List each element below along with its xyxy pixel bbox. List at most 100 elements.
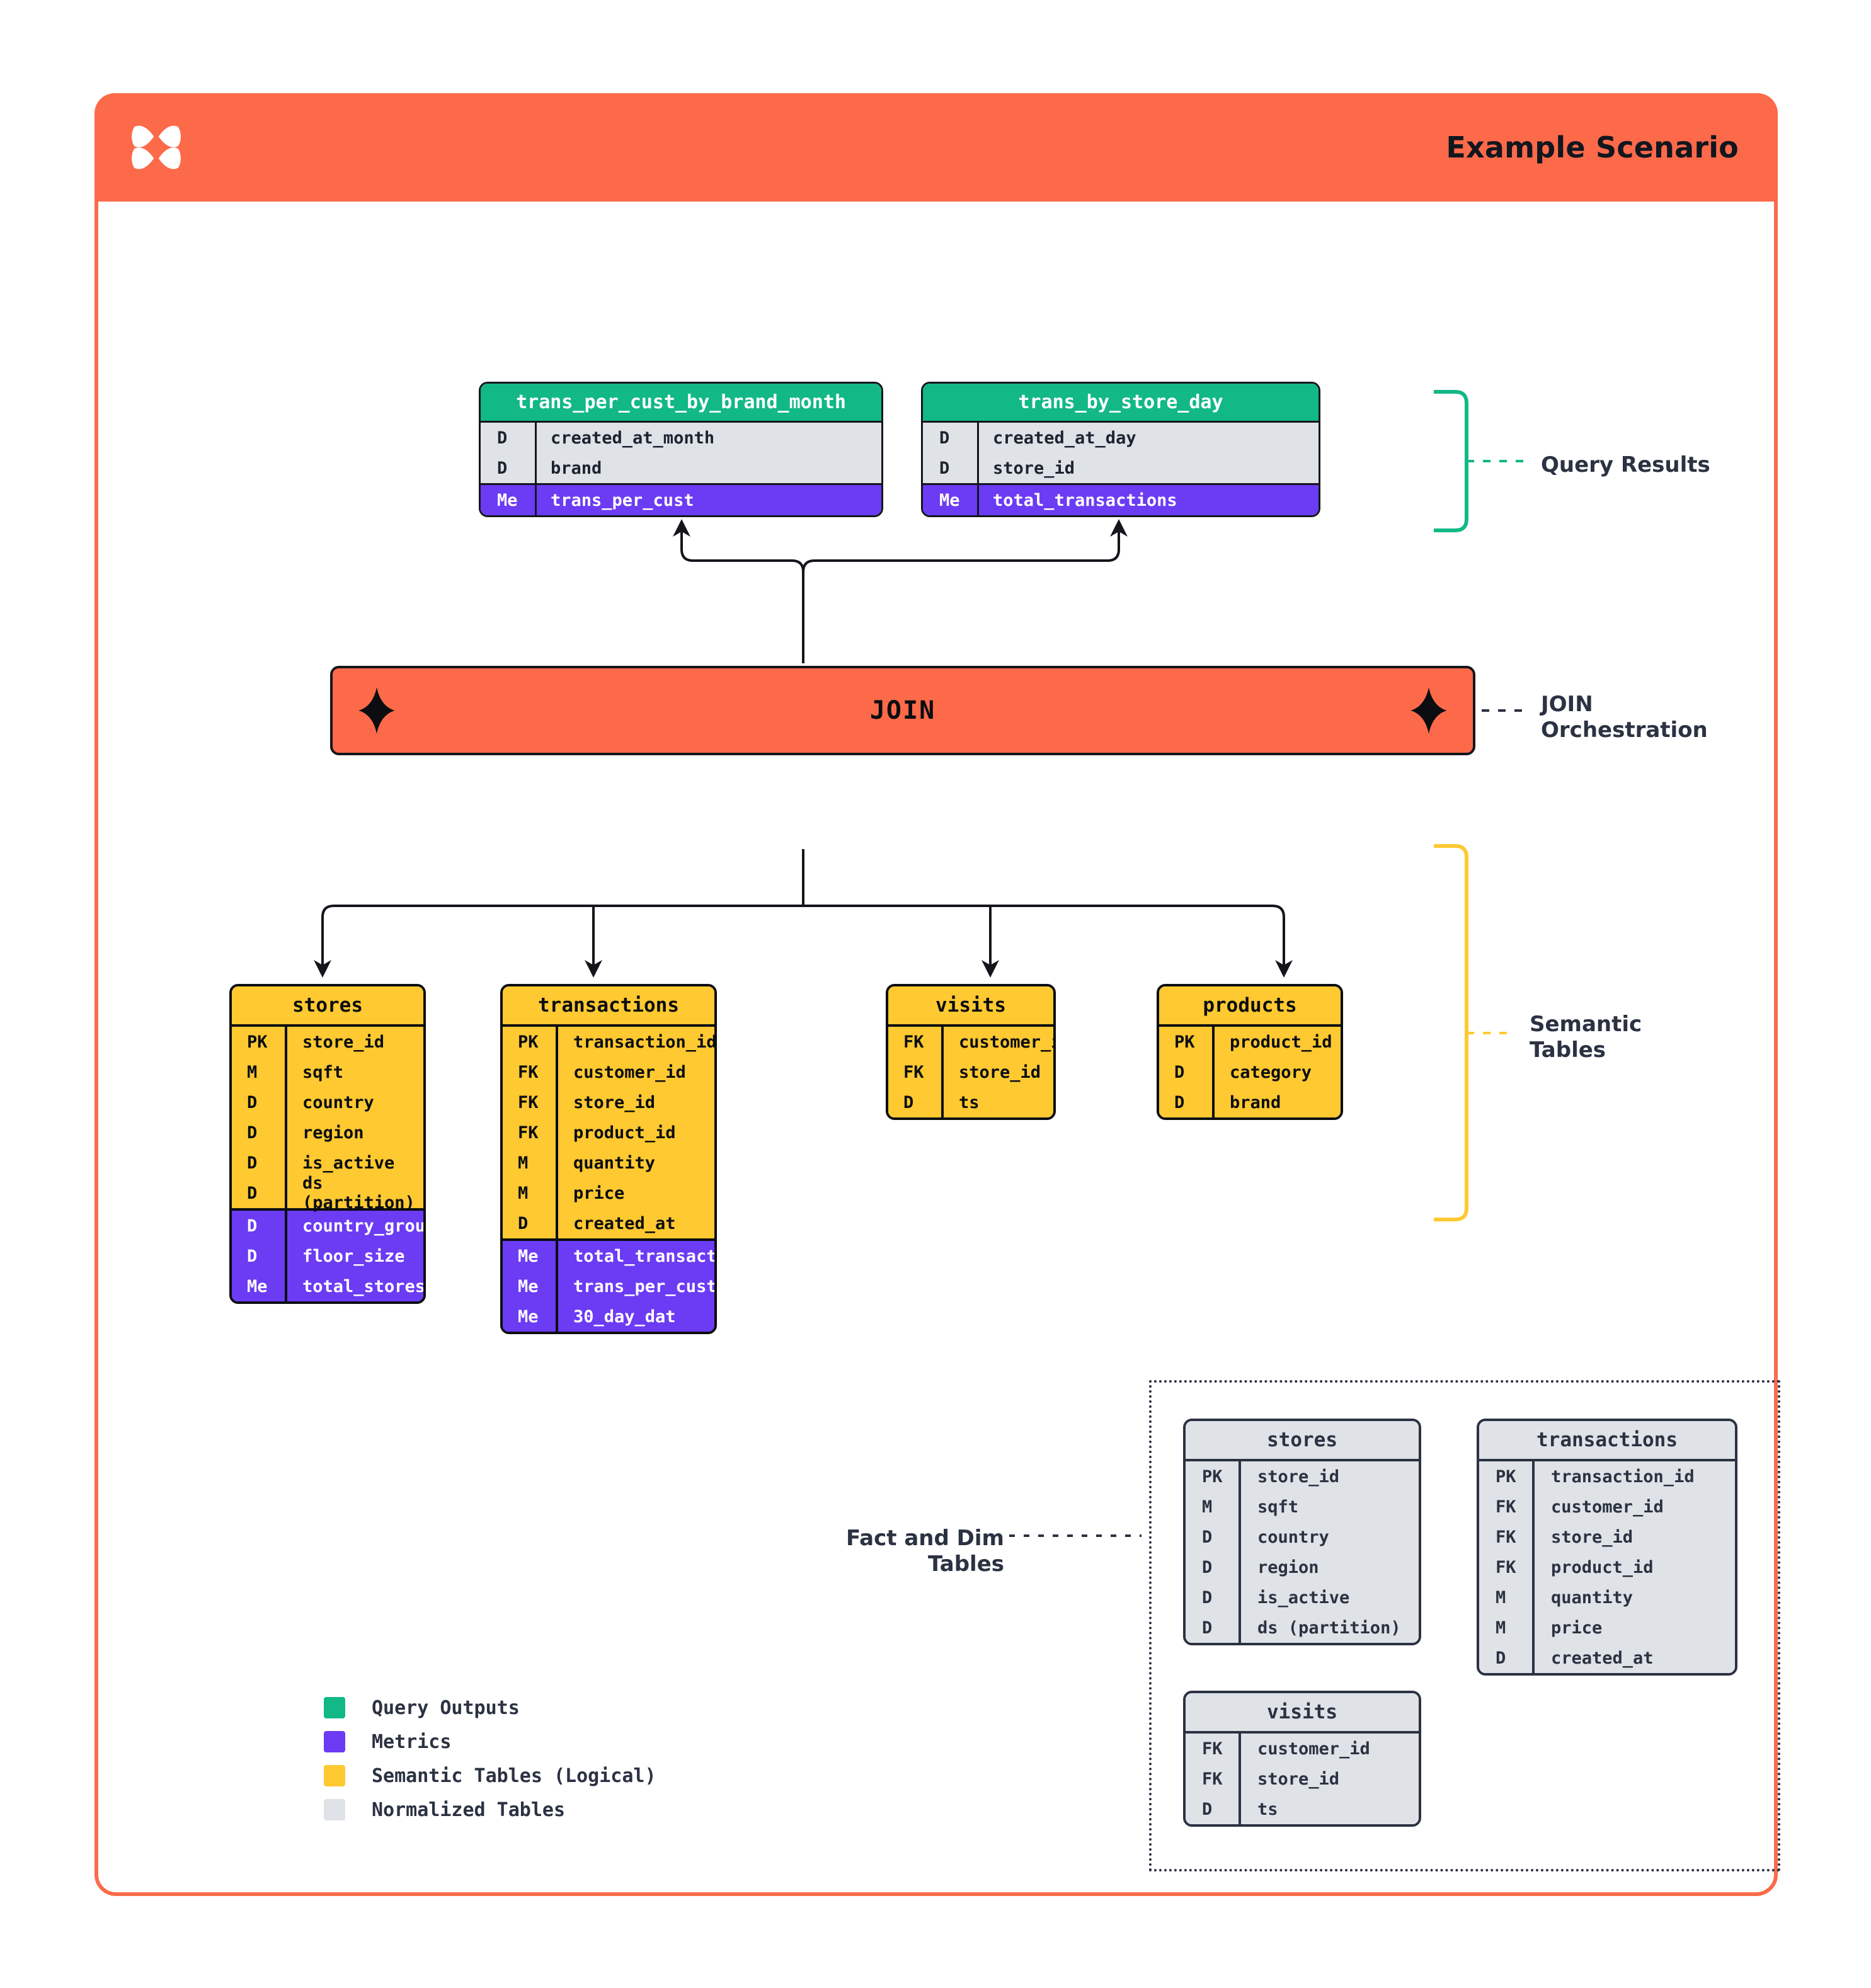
annotation-join-orchestration: JOIN Orchestration (1541, 692, 1708, 744)
column-key: Me (497, 490, 518, 510)
column-key: FK (518, 1092, 539, 1112)
column-key: D (247, 1153, 258, 1173)
scenario-card: Example Scenario (94, 93, 1780, 1896)
column-field: ds (partition) (1239, 1613, 1419, 1643)
column-field: total_transactions (977, 485, 1319, 515)
column-key: D (1202, 1618, 1213, 1638)
table-header: products (1159, 986, 1341, 1027)
table-header: trans_per_cust_by_brand_month (481, 384, 881, 423)
column-field: sqft (1239, 1492, 1419, 1522)
column-field: category (1212, 1057, 1341, 1087)
column-key: D (1496, 1648, 1506, 1668)
butterfly-x-logo-icon (126, 117, 186, 178)
column-field: country_group (285, 1211, 423, 1241)
column-key: D (247, 1123, 258, 1143)
column-key: FK (1202, 1769, 1223, 1789)
column-field: customer_id (941, 1027, 1053, 1057)
legend: Query Outputs Metrics Semantic Tables (L… (324, 1691, 656, 1827)
legend-label: Normalized Tables (372, 1798, 566, 1821)
table-header: transactions (1479, 1421, 1735, 1461)
column-key: D (1202, 1799, 1213, 1819)
column-field: country (1239, 1522, 1419, 1552)
query-result-table-trans-by-store-day[interactable]: trans_by_store_day D created_at_day D st… (921, 382, 1320, 517)
column-key: M (1496, 1587, 1506, 1608)
column-key: D (497, 458, 508, 478)
join-orchestration-bar[interactable]: JOIN (330, 666, 1475, 755)
column-field: transaction_id (556, 1027, 714, 1057)
column-field: ts (1239, 1794, 1419, 1824)
table-row: D brand (481, 453, 881, 483)
column-field: created_at_day (977, 423, 1319, 453)
table-row: FK customer_id (888, 1027, 1053, 1057)
column-key: Me (518, 1276, 539, 1296)
annotation-label-line1: Semantic (1530, 1012, 1642, 1037)
column-key: M (1496, 1618, 1506, 1638)
query-result-table-trans-per-cust-by-brand-month[interactable]: trans_per_cust_by_brand_month D created_… (479, 382, 883, 517)
column-field: store_id (1239, 1461, 1419, 1492)
metric-rows: Me trans_per_cust (481, 483, 881, 515)
annotation-label: Query Results (1541, 452, 1710, 477)
column-field: trans_per_cust (556, 1271, 714, 1301)
table-header: stores (232, 986, 423, 1027)
column-field: is_active (285, 1148, 423, 1178)
column-key: D (518, 1213, 529, 1233)
column-key: D (939, 458, 950, 478)
column-field: region (285, 1117, 423, 1148)
column-field: store_id (285, 1027, 423, 1057)
table-header: transactions (503, 986, 714, 1027)
metric-rows: Me total_transactions (923, 483, 1319, 515)
column-key: D (1202, 1587, 1213, 1608)
column-field: quantity (1532, 1582, 1735, 1613)
table-row: Me trans_per_cust (481, 485, 881, 515)
annotation-label-line1: JOIN (1541, 692, 1593, 717)
column-key: FK (903, 1032, 924, 1052)
column-field: total_stores (285, 1271, 423, 1301)
column-field: created_at (556, 1208, 714, 1238)
column-key: FK (518, 1062, 539, 1082)
column-key: D (1202, 1557, 1213, 1577)
column-key: M (247, 1062, 258, 1082)
column-key: D (247, 1092, 258, 1112)
table-row: D created_at_month (481, 423, 881, 453)
annotation-semantic-tables: Semantic Tables (1530, 1012, 1642, 1064)
column-key: FK (1496, 1497, 1516, 1517)
column-field: store_id (977, 453, 1319, 483)
table-header: visits (888, 986, 1053, 1027)
table-row: D created_at_day (923, 423, 1319, 453)
column-field: quantity (556, 1148, 714, 1178)
annotation-query-results: Query Results (1541, 452, 1710, 478)
fact-and-dim-tables-group (1149, 1380, 1780, 1871)
dimension-rows: D created_at_month D brand (481, 423, 881, 483)
